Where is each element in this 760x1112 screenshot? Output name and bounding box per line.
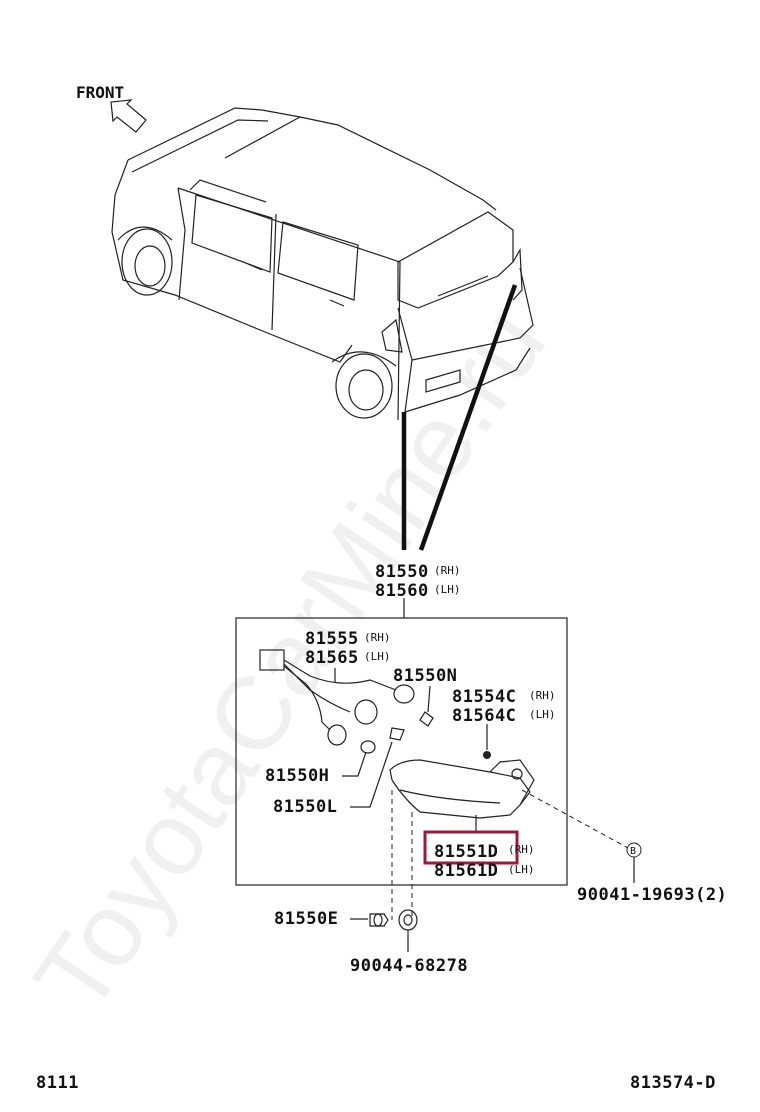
front-arrow-icon <box>110 99 147 133</box>
assembly-callout: 81550 (RH) 81560 (LH) <box>375 562 461 618</box>
part-number-81565[interactable]: 81565 <box>305 648 359 668</box>
gasket-callout: 81554C (RH) 81564C (LH) <box>452 687 556 759</box>
side-lh-label: (LH) <box>434 583 461 596</box>
part-number-81550L[interactable]: 81550L <box>273 797 337 817</box>
part-number-81550N[interactable]: 81550N <box>393 666 457 686</box>
side-rh-label: (RH) <box>364 631 391 644</box>
part-number-81555[interactable]: 81555 <box>305 629 359 649</box>
front-indicator: FRONT <box>76 83 147 133</box>
part-number-81561D[interactable]: 81561D <box>434 861 498 881</box>
footer-right-code: 813574-D <box>630 1073 716 1093</box>
part-number-81551D[interactable]: 81551D <box>434 842 498 862</box>
bulb-n-callout: 81550N <box>393 666 457 713</box>
side-rh-label: (RH) <box>434 564 461 577</box>
bulb-h-callout: 81550H <box>265 751 367 786</box>
grommet-callout: 90044-68278 <box>350 909 468 976</box>
part-number-90041-19693[interactable]: 90041-19693(2) <box>577 885 727 905</box>
side-lh-label: (LH) <box>364 650 391 663</box>
gasket-clip-icon <box>483 751 491 759</box>
screw-callout: B 90041-19693(2) <box>521 789 727 905</box>
side-lh-label: (LH) <box>529 708 556 721</box>
part-number-81550H[interactable]: 81550H <box>265 766 329 786</box>
part-number-90044-68278[interactable]: 90044-68278 <box>350 956 468 976</box>
part-number-81550E[interactable]: 81550E <box>274 909 338 929</box>
lens-illustration <box>389 759 535 819</box>
side-rh-label: (RH) <box>529 689 556 702</box>
front-label: FRONT <box>76 83 124 102</box>
side-rh-label: (RH) <box>508 843 535 856</box>
vehicle-illustration <box>111 107 534 551</box>
lens-callout: 81551D (RH) 81561D (LH) <box>423 815 535 881</box>
bulb-e-callout: 81550E <box>274 909 389 929</box>
part-number-81560[interactable]: 81560 <box>375 581 429 601</box>
part-number-81554C[interactable]: 81554C <box>452 687 516 707</box>
footer-left-code: 8111 <box>36 1073 79 1093</box>
part-number-81564C[interactable]: 81564C <box>452 706 516 726</box>
part-number-81550[interactable]: 81550 <box>375 562 429 582</box>
marker-b-label: B <box>630 846 636 857</box>
highlight-box <box>423 830 519 865</box>
socket-wire-illustration <box>259 649 434 754</box>
assembly-box <box>235 617 568 886</box>
side-lh-label: (LH) <box>508 863 535 876</box>
socket-callout: 81555 (RH) 81565 (LH) <box>305 629 391 682</box>
bulb-l-callout: 81550L <box>273 741 393 817</box>
